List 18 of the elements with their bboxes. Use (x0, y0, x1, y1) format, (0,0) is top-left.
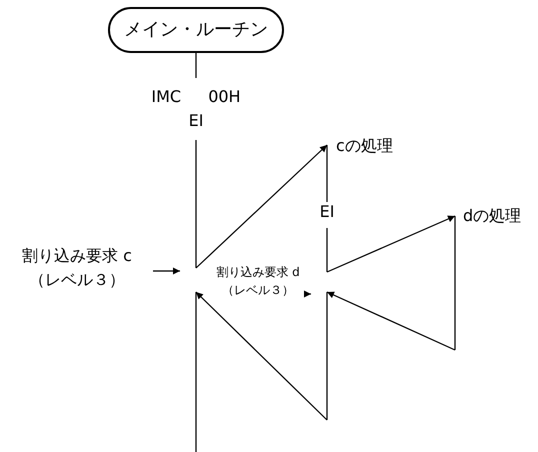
timeline-line (454, 216, 456, 350)
arrow (326, 291, 456, 351)
arrow (153, 268, 180, 274)
timeline-line (326, 145, 328, 420)
connector-line (195, 53, 197, 57)
arrow (304, 290, 311, 298)
terminal-box: メイン・ルーチン (108, 7, 284, 53)
arrow (196, 292, 328, 420)
process-label: dの処理 (463, 207, 522, 225)
interrupt-request-label: 割り込み要求 c（レベル３） (4, 244, 150, 296)
instruction-label: IMC 00H (150, 88, 242, 106)
instruction-label: EI (318, 203, 336, 221)
timeline-line (195, 57, 197, 452)
process-label: cの処理 (336, 137, 393, 155)
arrow (196, 144, 328, 268)
instruction-label: EI (188, 112, 204, 130)
interrupt-request-label: 割り込み要求 d（レベル３） (214, 263, 302, 301)
arrow (326, 215, 456, 273)
